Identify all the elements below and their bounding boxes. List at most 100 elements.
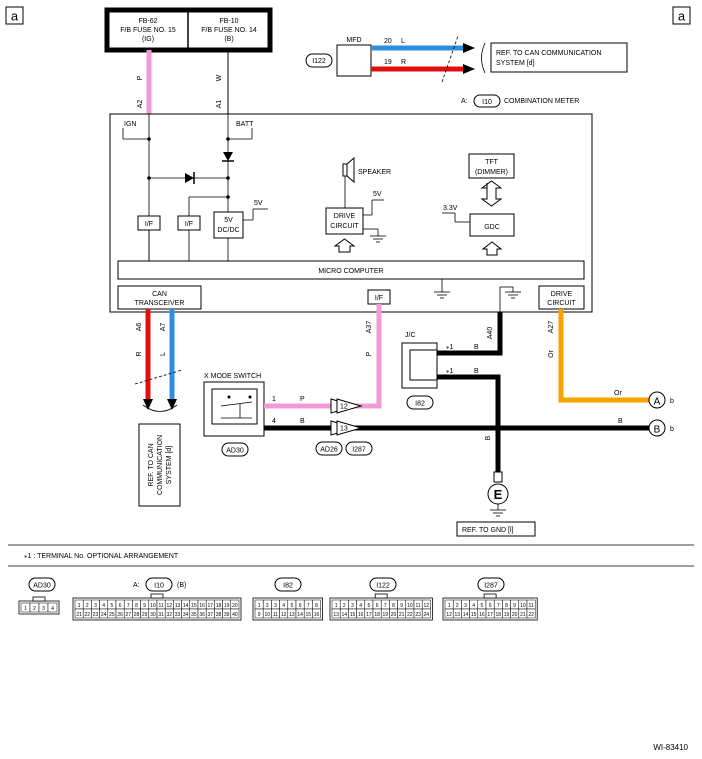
connector-pin-number: 12 [446, 612, 452, 618]
connector-pin-number: 7 [307, 603, 310, 609]
can-ref-line1: REF. TO CAN [148, 443, 155, 486]
ground-ref: REF. TO GND [l] [462, 527, 514, 534]
connector-pin-number: 3 [351, 603, 354, 609]
output-b-suffix: b [670, 426, 674, 433]
mfd-unit: MFD I122 20 L 19 R REF. TO CAN COMMUNICA… [305, 35, 628, 83]
connector-pin-number: 14 [463, 612, 469, 618]
connector-pin-number: 30 [150, 612, 156, 618]
connector-pin-number: 2 [86, 603, 89, 609]
view-label-i10: I10 [154, 583, 164, 590]
meter-can-line1: CAN [152, 291, 167, 298]
connector-pin-number: 33 [175, 612, 181, 618]
output-a-suffix: b [670, 398, 674, 405]
connector-pin-number: 8 [315, 603, 318, 609]
connector-pin-number: 29 [142, 612, 148, 618]
connector-pin-number: 10 [407, 603, 413, 609]
connector-pin-number: 20 [232, 603, 238, 609]
meter-5v-b: 5V [373, 191, 382, 198]
connector-pin-number: 9 [143, 603, 146, 609]
connector-pin-number: 17 [366, 612, 372, 618]
xmode-connector: AD30 [226, 448, 244, 455]
wire-jc-ground [437, 374, 501, 472]
output-a-color: Or [614, 390, 622, 397]
connector-pin-12: 12 [340, 404, 348, 411]
fuse-desc-1: F/B FUSE NO. 15 [120, 27, 176, 34]
meter-note-connector: I10 [482, 99, 492, 106]
figure-id: WI-83410 [653, 743, 688, 752]
connector-pin-number: 19 [224, 603, 230, 609]
mfd-connector: I122 [312, 58, 326, 65]
connector-pin-number: 11 [273, 612, 278, 618]
connector-lock [483, 593, 497, 599]
fuse-type-2: (B) [224, 36, 233, 43]
connector-pin-number: 8 [505, 603, 508, 609]
jc-connector: I82 [415, 401, 425, 408]
terminal-a2: A2 [137, 100, 144, 109]
meter-micro: MICRO COMPUTER [318, 268, 383, 275]
connector-pin-number: 18 [496, 612, 502, 618]
meter-drive2-line1: DRIVE [551, 291, 573, 298]
connector-lock [150, 593, 164, 599]
connector-pin-number: 35 [191, 612, 197, 618]
connector-pin-number: 11 [415, 603, 420, 609]
connector-pin-number: 7 [384, 603, 387, 609]
connector-pin-number: 39 [224, 612, 230, 618]
wire-color-a27: Or [548, 349, 555, 357]
connector-pin-number: 2 [343, 603, 346, 609]
wire-a27-orange [558, 309, 649, 403]
wire-color-batt: W [216, 74, 223, 81]
view-suffix-i10: (B) [177, 582, 186, 589]
connector-pin-number: 13 [455, 612, 461, 618]
fuse-name-1: FB-62 [138, 18, 157, 25]
connector-pin-number: 1 [258, 603, 261, 609]
connector-pin-number: 11 [528, 603, 533, 609]
connector-pin-number: 15 [350, 612, 356, 618]
meter-tft-line1: TFT [485, 159, 499, 166]
view-label-i82: I82 [283, 583, 293, 590]
meter-drive1-line1: DRIVE [334, 213, 356, 220]
wire-a37-pink [355, 304, 382, 409]
jc-star-1: ⁎1 [446, 344, 454, 351]
meter-speaker: SPEAKER [358, 169, 391, 176]
connector-pin-number: 34 [183, 612, 189, 618]
fuse-name-2: FB-10 [219, 18, 238, 25]
ground-letter: E [494, 487, 503, 502]
connector-pin-number: 23 [93, 612, 99, 618]
connector-pin-number: 3 [274, 603, 277, 609]
meter-gdc: GDC [484, 224, 500, 231]
connector-pin-number: 13 [175, 603, 181, 609]
connector-pin-number: 25 [109, 612, 115, 618]
connector-pin-cell [47, 602, 58, 613]
meter-dcdc-line1: 5V [224, 217, 233, 224]
connector-pin-number: 18 [374, 612, 380, 618]
meter-5v-a: 5V [254, 200, 263, 207]
footnote: ⁎1 : TERMINAL No. OPTIONAL ARRANGEMENT [24, 553, 179, 560]
connector-pin-number: 14 [342, 612, 348, 618]
xmode-pin-1: 1 [272, 396, 276, 403]
connector-pin-number: 26 [117, 612, 123, 618]
terminal-a37: A37 [366, 321, 373, 334]
terminal-a40: A40 [487, 327, 494, 340]
connector-pin-number: 24 [101, 612, 107, 618]
meter-dcdc-line2: DC/DC [217, 227, 239, 234]
connector-pin-number: 12 [281, 612, 287, 618]
connector-pin-number: 40 [232, 612, 238, 618]
connector-pin-number: 6 [299, 603, 302, 609]
connector-pin-number: 10 [265, 612, 271, 618]
connector-pin-number: 27 [126, 612, 132, 618]
connector-pin-number: 15 [191, 603, 197, 609]
terminal-a6: A6 [136, 323, 143, 332]
xmode-pin-4: 4 [272, 418, 276, 425]
connector-pin-number: 15 [306, 612, 312, 618]
output-b-letter: B [654, 425, 661, 436]
wire-color-a7: L [160, 352, 167, 356]
connector-pin-number: 1 [448, 603, 451, 609]
connector-pin-number: 4 [51, 606, 54, 612]
connector-pin-number: 20 [512, 612, 518, 618]
connector-pin-number: 2 [456, 603, 459, 609]
connector-pin-number: 5 [368, 603, 371, 609]
connector-pin-cell [312, 608, 321, 619]
fuse-type-1: (IG) [142, 36, 154, 43]
fuse-block: FB-62 F/B FUSE NO. 15 (IG) FB-10 F/B FUS… [104, 7, 273, 53]
